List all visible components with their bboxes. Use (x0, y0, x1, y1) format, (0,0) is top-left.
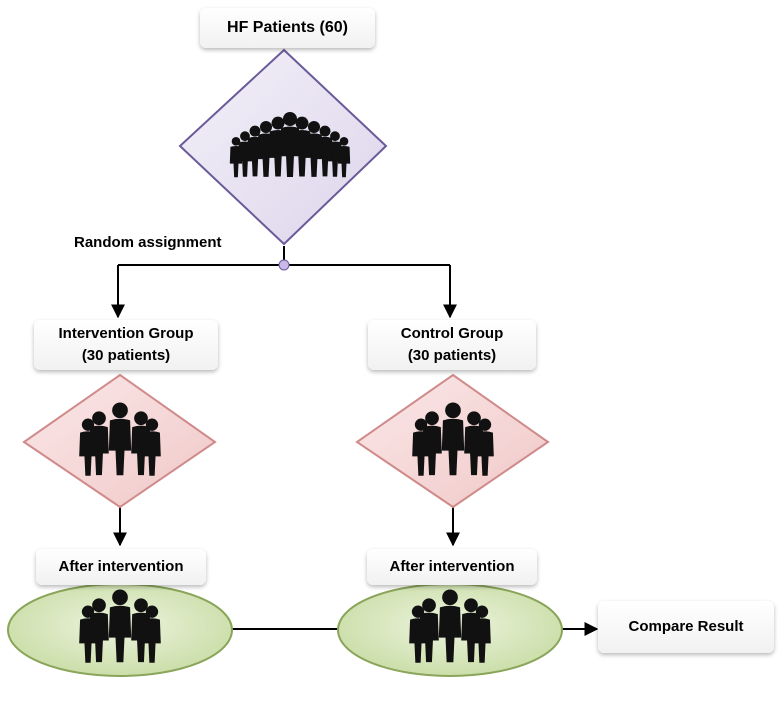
after-intervention-right-box: After intervention (367, 549, 537, 585)
compare-result-label: Compare Result (628, 618, 744, 635)
control-group-box: Control Group (30 patients) (368, 320, 536, 370)
hf-patients-box: HF Patients (60) (200, 8, 375, 48)
split-point (278, 259, 290, 271)
hf-patients-label: HF Patients (60) (227, 19, 348, 36)
control-group-count: (30 patients) (407, 347, 497, 364)
connectors (111, 246, 599, 636)
compare-result-box: Compare Result (598, 601, 774, 653)
after-intervention-right-label: After intervention (389, 558, 515, 575)
after-intervention-left-box: After intervention (36, 549, 206, 585)
random-assignment-label: Random assignment (74, 234, 222, 251)
intervention-group-title: Intervention Group (58, 325, 194, 342)
intervention-group-box: Intervention Group (30 patients) (34, 320, 218, 370)
after-intervention-left-label: After intervention (58, 558, 184, 575)
control-group-title: Control Group (400, 325, 504, 342)
intervention-group-count: (30 patients) (81, 347, 171, 364)
